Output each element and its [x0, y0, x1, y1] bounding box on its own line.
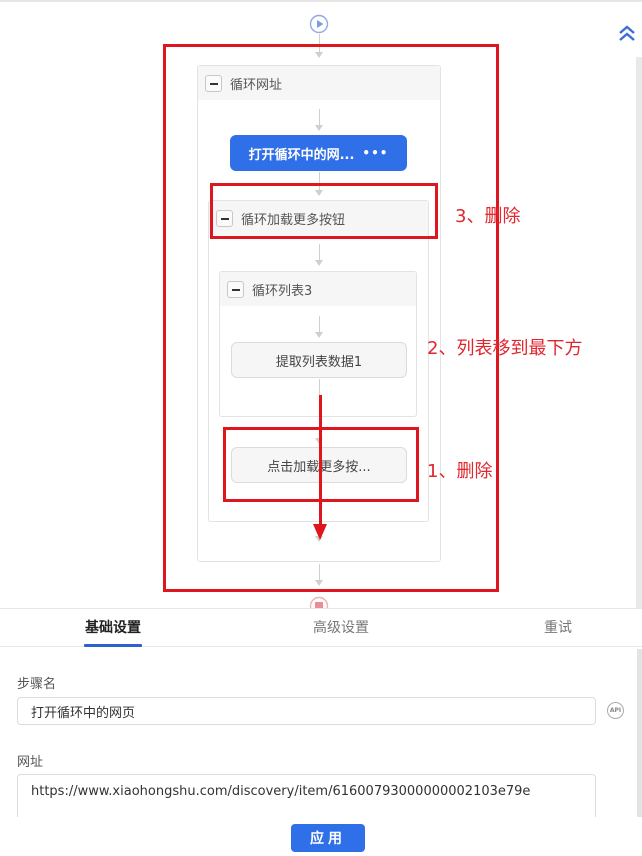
connector-arrow	[315, 190, 323, 196]
connector	[319, 244, 320, 262]
collapse-minus-icon[interactable]	[216, 209, 233, 227]
connector	[319, 379, 320, 399]
loop-url-header[interactable]: 循环网址	[198, 66, 440, 100]
collapse-minus-icon[interactable]	[205, 74, 222, 92]
connector	[319, 316, 320, 334]
connector-arrow	[315, 332, 323, 338]
url-textarea[interactable]: https://www.xiaohongshu.com/discovery/it…	[17, 774, 596, 818]
annotation-note-1: 1、删除	[427, 461, 493, 482]
double-chevron-up-icon[interactable]	[616, 22, 638, 44]
connector	[319, 564, 320, 582]
api-icon[interactable]: API	[607, 702, 624, 719]
extract-list-data-step[interactable]: 提取列表数据1	[231, 342, 407, 378]
connector	[319, 172, 320, 192]
canvas-scrollbar[interactable]	[636, 57, 642, 610]
collapse-minus-icon[interactable]	[227, 280, 244, 298]
loop-load-more-title: 循环加载更多按钮	[241, 212, 346, 228]
url-label: 网址	[17, 755, 44, 770]
flow-canvas[interactable]: 循环网址 打开循环中的网... ••• 循环加载更多按钮 循环列表3 提取列表数…	[0, 2, 642, 616]
loop-load-more-header[interactable]: 循环加载更多按钮	[209, 201, 428, 235]
open-page-step-label: 打开循环中的网...	[248, 147, 355, 163]
panel-scrollbar[interactable]	[637, 649, 642, 817]
open-page-step[interactable]: 打开循环中的网... •••	[230, 135, 407, 171]
tab-retry[interactable]: 重试	[544, 620, 572, 636]
connector-arrow	[315, 580, 323, 586]
apply-button[interactable]: 应用	[291, 824, 365, 852]
step-name-input[interactable]	[17, 697, 596, 725]
step-settings-panel: 基础设置 高级设置 重试 步骤名 API 网址 https://www.xiao…	[0, 608, 642, 856]
top-border	[0, 0, 642, 2]
extract-step-label: 提取列表数据1	[275, 354, 363, 370]
more-options-icon[interactable]: •••	[362, 146, 389, 160]
apply-bar: 应用	[0, 817, 642, 856]
url-value: https://www.xiaohongshu.com/discovery/it…	[31, 784, 531, 799]
annotation-outer-box	[163, 44, 499, 592]
step-name-label: 步骤名	[17, 677, 57, 692]
connector-arrow	[315, 125, 323, 131]
annotation-box-3	[210, 183, 438, 239]
settings-tabs: 基础设置 高级设置 重试	[0, 609, 642, 647]
annotation-arrow-line	[319, 395, 322, 530]
play-circle-icon[interactable]	[309, 14, 329, 34]
loop-list-title: 循环列表3	[252, 283, 313, 299]
connector-arrow	[315, 260, 323, 266]
connector-arrow	[315, 52, 323, 58]
active-tab-indicator	[84, 644, 142, 647]
loop-list-header[interactable]: 循环列表3	[220, 272, 416, 306]
annotation-note-3: 3、删除	[455, 206, 521, 227]
tab-basic-settings[interactable]: 基础设置	[85, 620, 141, 636]
connector	[319, 109, 320, 127]
tab-advanced-settings[interactable]: 高级设置	[313, 620, 369, 636]
loop-url-title: 循环网址	[230, 77, 283, 93]
annotation-arrow-head	[313, 524, 327, 540]
annotation-note-2: 2、列表移到最下方	[427, 338, 583, 359]
